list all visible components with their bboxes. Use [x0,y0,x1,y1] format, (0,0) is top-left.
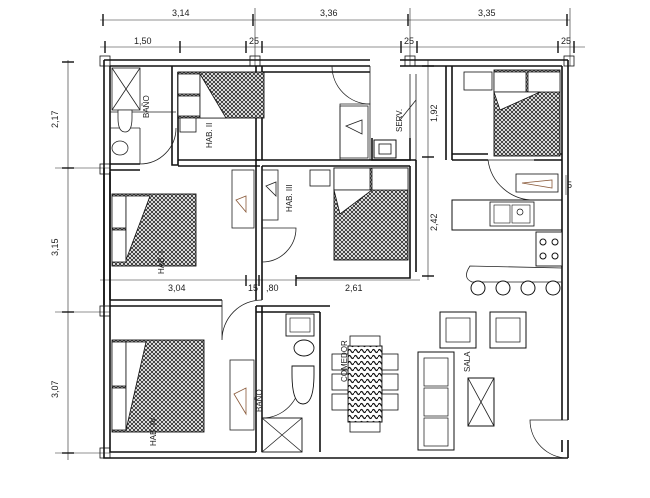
dim-left-2: 3,15 [50,238,60,256]
shower-bottom [261,417,303,453]
bar-stool [495,280,511,296]
dim-inner-3: 25 [404,36,414,46]
dim-inner-1: 1,50 [134,36,152,46]
closet-hab-ii [339,105,369,159]
dining-chair [381,393,399,411]
door-serv [399,99,417,121]
dim-mid-4: 2,61 [345,283,363,293]
dining-chair [331,373,349,391]
dim-top-1: 3,14 [172,8,190,18]
kitchen-counter [451,199,563,231]
label-comedor: COMEDOR [340,340,349,382]
dim-right-2: 2,42 [429,213,439,231]
door-main [529,419,569,459]
dim-inner-4: 25 [561,36,571,46]
dim-left-1: 2,17 [50,110,60,128]
dining-chair [349,335,381,347]
stove [535,231,563,267]
dining-chair [349,421,381,433]
bar-stool [520,280,536,296]
door-hab-iii [261,227,297,263]
closet-lower [229,359,255,431]
column-markers [99,55,575,459]
sink-bottom [293,339,315,357]
room-labels: BAÑO HAB. II SERV. HAB. III HAB. I HAB. … [142,95,472,446]
door-bano-top [139,127,177,165]
toilet-bottom [291,365,315,405]
door-hab-ii [331,65,371,105]
label-serv: SERV. [395,109,404,132]
label-hab-i: HAB. I [157,251,166,274]
door-hab-i [221,299,263,341]
dining-chair [381,373,399,391]
label-hab-ii: HAB. II [205,123,214,148]
dim-inner-2: 25 [249,36,259,46]
toilet-top [117,109,133,133]
dim-left-3: 3,07 [50,380,60,398]
bar-stool [545,280,561,296]
label-bano-top: BAÑO [142,95,151,118]
dim-right-small: 5 [567,180,572,190]
dining-chair [331,393,349,411]
dim-mid-2: 15 [248,283,258,293]
dining-table [347,345,383,423]
dim-top-3: 3,35 [478,8,496,18]
label-bano-bottom: BAÑO [255,389,264,412]
dim-mid-3: ,80 [266,283,279,293]
door-hab-iv [487,159,535,201]
closet-hab-iii [231,169,255,229]
dimension-labels: 3,14 3,36 3,35 1,50 25 25 25 2,17 3,15 3… [50,8,572,398]
label-hab-iii: HAB. III [285,184,294,212]
kitchen-bar [466,265,563,283]
dim-mid-1: 3,04 [168,283,186,293]
sink-top [111,140,129,156]
furniture [111,67,563,453]
label-sala: SALA [463,351,472,372]
bar-stool [470,280,486,296]
dim-top-2: 3,36 [320,8,338,18]
dining-chair [331,353,349,371]
dim-right-1: 1,92 [429,104,439,122]
label-hab-iv: HAB. IV [149,417,158,446]
dining-chair [381,353,399,371]
